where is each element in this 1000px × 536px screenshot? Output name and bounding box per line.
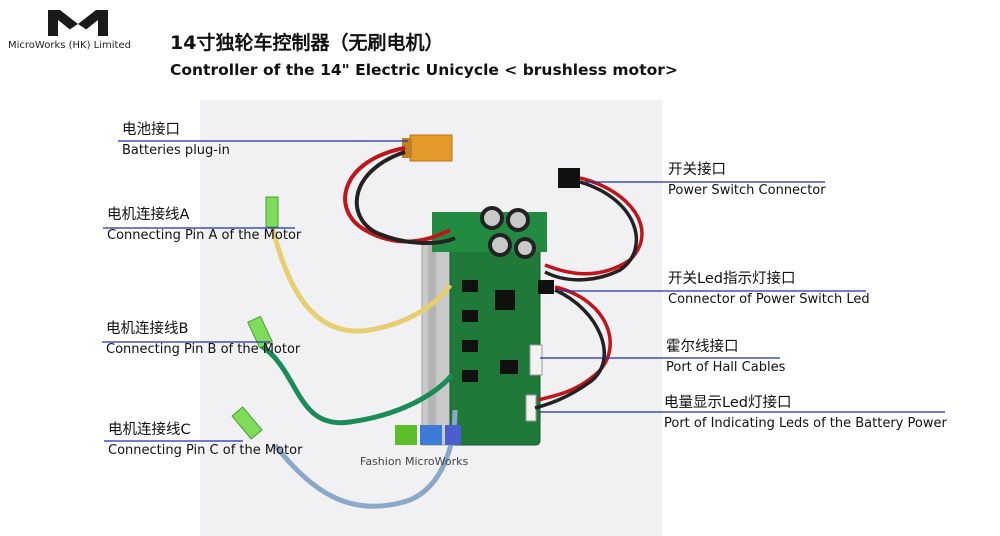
label-motor-a-en: Connecting Pin A of the Motor — [107, 229, 301, 242]
watermark-caption: Fashion MicroWorks — [360, 455, 468, 468]
label-hall-cn: 霍尔线接口 — [666, 340, 785, 355]
label-battery-cn: 电池接口 — [122, 123, 230, 138]
label-hall: 霍尔线接口 Port of Hall Cables — [666, 340, 785, 374]
label-power-switch-en: Power Switch Connector — [668, 184, 826, 197]
label-motor-c-cn: 电机连接线C — [108, 423, 302, 438]
label-motor-b-cn: 电机连接线B — [106, 322, 300, 337]
label-motor-c-en: Connecting Pin C of the Motor — [108, 444, 302, 457]
label-battery-led-cn: 电量显示Led灯接口 — [664, 396, 947, 411]
label-motor-b-en: Connecting Pin B of the Motor — [106, 343, 300, 356]
label-motor-a-cn: 电机连接线A — [107, 208, 301, 223]
label-power-switch: 开关接口 Power Switch Connector — [668, 163, 826, 197]
label-battery-led-en: Port of Indicating Leds of the Battery P… — [664, 417, 947, 430]
controller-photo — [200, 100, 662, 536]
label-switch-led: 开关Led指示灯接口 Connector of Power Switch Led — [668, 272, 870, 306]
page-title-english: Controller of the 14" Electric Unicycle … — [170, 61, 678, 79]
company-name: MicroWorks (HK) Limited — [8, 40, 131, 51]
label-battery-led: 电量显示Led灯接口 Port of Indicating Leds of th… — [664, 396, 947, 430]
label-motor-a: 电机连接线A Connecting Pin A of the Motor — [107, 208, 301, 242]
label-motor-c: 电机连接线C Connecting Pin C of the Motor — [108, 423, 302, 457]
label-battery-en: Batteries plug-in — [122, 144, 230, 157]
page-title-chinese: 14寸独轮车控制器（无刷电机） — [170, 28, 443, 55]
label-switch-led-en: Connector of Power Switch Led — [668, 293, 870, 306]
label-switch-led-cn: 开关Led指示灯接口 — [668, 272, 870, 287]
label-motor-b: 电机连接线B Connecting Pin B of the Motor — [106, 322, 300, 356]
label-hall-en: Port of Hall Cables — [666, 361, 785, 374]
label-battery: 电池接口 Batteries plug-in — [122, 123, 230, 157]
label-power-switch-cn: 开关接口 — [668, 163, 826, 178]
